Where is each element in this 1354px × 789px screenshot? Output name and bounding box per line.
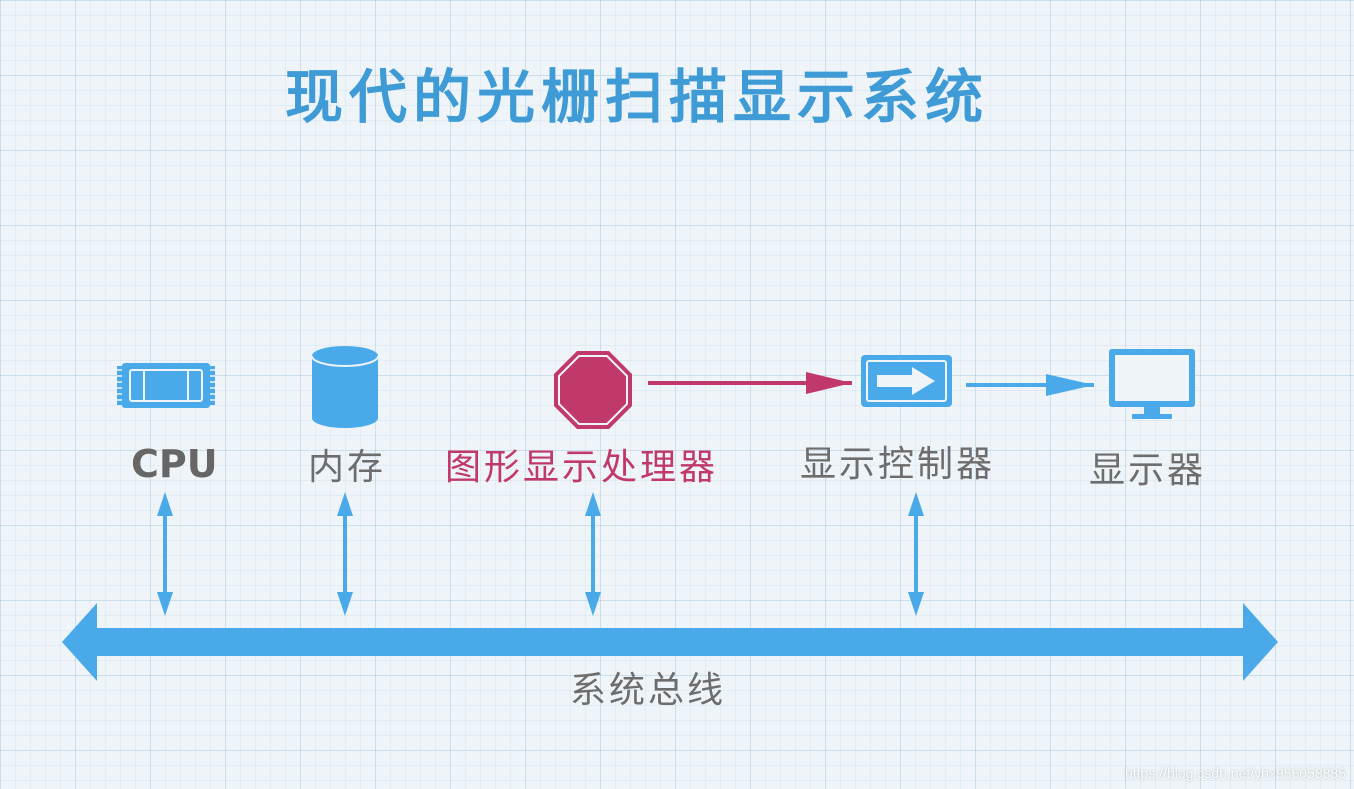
cpu-chip-icon <box>117 363 215 408</box>
monitor-icon <box>1109 349 1195 419</box>
diagram-title: 现代的光栅扫描显示系统 <box>285 63 990 131</box>
controller-to-display-arrowhead <box>1046 374 1094 396</box>
controller-bus-connector <box>908 492 924 616</box>
memory-bus-connector <box>337 492 353 616</box>
cpu-label: CPU <box>131 442 218 486</box>
cpu-bus-connector <box>157 492 173 616</box>
system-bus-arrow <box>62 603 1278 681</box>
arrow-sign-icon <box>861 355 952 407</box>
gpu-to-controller-arrowhead <box>806 372 852 394</box>
gpu-label: 图形显示处理器 <box>445 447 719 488</box>
memory-label: 内存 <box>308 447 387 488</box>
system-bus-label: 系统总线 <box>570 670 727 711</box>
gpu-bus-connector <box>585 492 601 616</box>
stop-octagon-icon <box>554 351 632 429</box>
watermark-url: https://blog.csdn.net/yhx956058885 <box>1124 765 1346 781</box>
database-cylinder-icon <box>311 346 379 428</box>
display-controller-label: 显示控制器 <box>800 444 996 485</box>
display-label: 显示器 <box>1089 450 1207 491</box>
